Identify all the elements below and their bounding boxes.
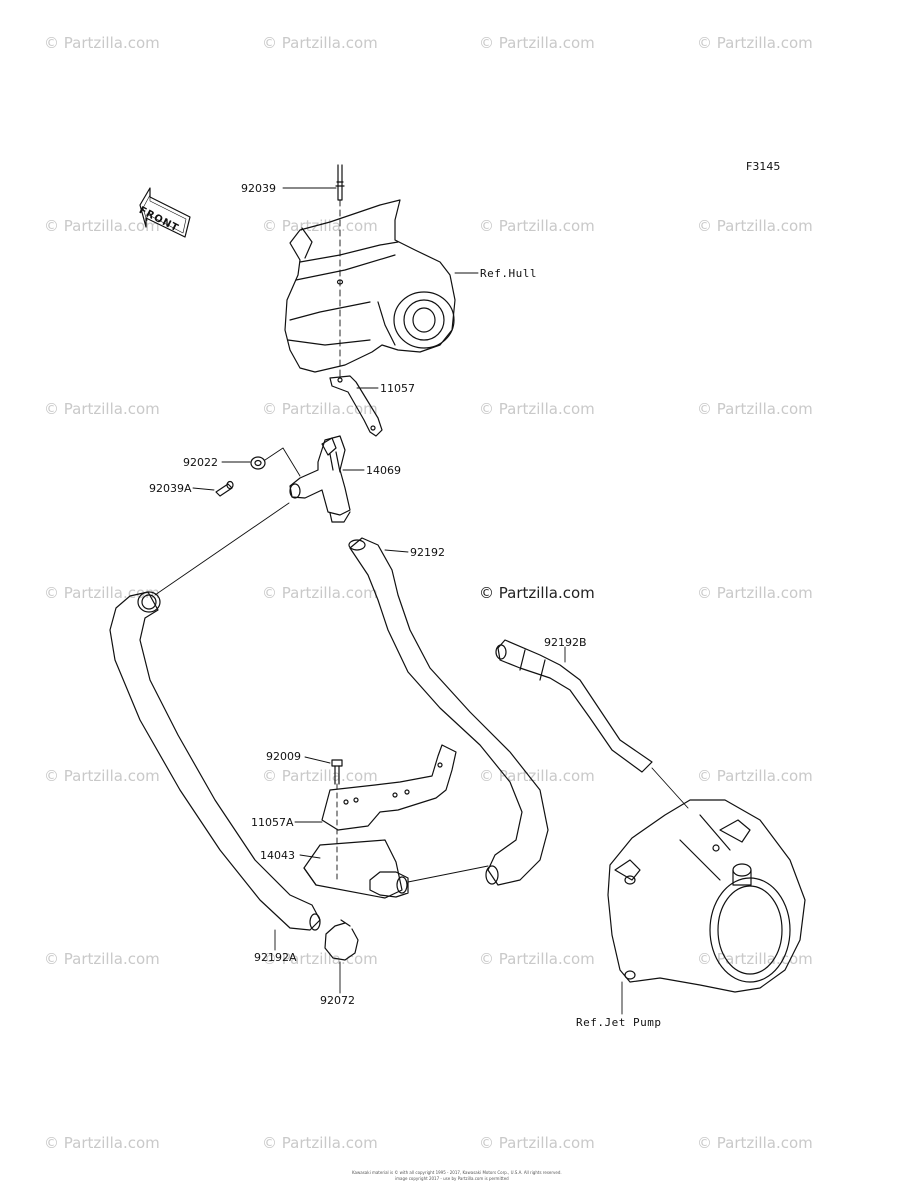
- jet-pump-illustration: [607, 799, 806, 993]
- watermark: © Partzilla.com: [44, 1134, 160, 1152]
- pin-92039: [335, 164, 345, 201]
- watermark: © Partzilla.com: [262, 767, 378, 785]
- callout-14069[interactable]: 14069: [366, 464, 401, 477]
- bracket-11057: [329, 375, 383, 437]
- watermark: © Partzilla.com: [479, 400, 595, 418]
- callout-92039A[interactable]: 92039A: [149, 482, 192, 495]
- hose-92192A: [109, 591, 321, 931]
- watermark: © Partzilla.com: [697, 584, 813, 602]
- fitting-14069: [289, 435, 351, 523]
- watermark: © Partzilla.com: [697, 767, 813, 785]
- watermark: © Partzilla.com: [697, 950, 813, 968]
- callout-ref-hull[interactable]: Ref.Hull: [480, 267, 537, 280]
- callout-11057[interactable]: 11057: [380, 382, 415, 395]
- watermark: © Partzilla.com: [44, 584, 160, 602]
- callout-92009[interactable]: 92009: [266, 750, 301, 763]
- watermark: © Partzilla.com: [44, 950, 160, 968]
- watermark: © Partzilla.com: [44, 217, 160, 235]
- watermark: © Partzilla.com: [44, 767, 160, 785]
- front-arrow-icon: [139, 187, 191, 238]
- bolt-92009: [331, 759, 343, 785]
- watermark: © Partzilla.com: [697, 217, 813, 235]
- callout-11057A[interactable]: 11057A: [251, 816, 294, 829]
- watermark: © Partzilla.com: [262, 217, 378, 235]
- watermark: © Partzilla.com: [44, 34, 160, 52]
- watermark: © Partzilla.com: [479, 950, 595, 968]
- callout-92192B[interactable]: 92192B: [544, 636, 587, 649]
- hull-illustration: [284, 199, 456, 373]
- screw-92039A: [215, 480, 234, 497]
- watermark: © Partzilla.com: [479, 767, 595, 785]
- callout-92022[interactable]: 92022: [183, 456, 218, 469]
- watermark: © Partzilla.com: [697, 34, 813, 52]
- footer-copyright: Kawasaki material is © with all copyrigh…: [352, 1170, 562, 1175]
- watermark: © Partzilla.com: [479, 34, 595, 52]
- figure-id: F3145: [746, 160, 781, 173]
- clamp-92072: [324, 919, 359, 961]
- bracket-11057A: [321, 744, 457, 831]
- callout-92192[interactable]: 92192: [410, 546, 445, 559]
- callout-92072[interactable]: 92072: [320, 994, 355, 1007]
- watermark: © Partzilla.com: [262, 1134, 378, 1152]
- watermark: © Partzilla.com: [262, 950, 378, 968]
- callout-92039[interactable]: 92039: [241, 182, 276, 195]
- footer-copyright-2: image copyright 2017 - use by Partzilla.…: [395, 1176, 509, 1181]
- callout-92192A[interactable]: 92192A: [254, 951, 297, 964]
- callout-14043[interactable]: 14043: [260, 849, 295, 862]
- watermark: © Partzilla.com: [262, 34, 378, 52]
- watermark: © Partzilla.com: [479, 1134, 595, 1152]
- hose-92192B: [495, 639, 653, 773]
- watermark: © Partzilla.com: [44, 400, 160, 418]
- watermark: © Partzilla.com: [697, 400, 813, 418]
- watermark-main: © Partzilla.com: [479, 584, 595, 602]
- plate-14043: [303, 839, 409, 899]
- callout-ref-jet-pump[interactable]: Ref.Jet Pump: [576, 1016, 662, 1029]
- watermark: © Partzilla.com: [262, 400, 378, 418]
- hose-92192: [348, 537, 549, 886]
- watermark: © Partzilla.com: [697, 1134, 813, 1152]
- watermark: © Partzilla.com: [479, 217, 595, 235]
- cap-92022: [250, 456, 266, 470]
- watermark: © Partzilla.com: [262, 584, 378, 602]
